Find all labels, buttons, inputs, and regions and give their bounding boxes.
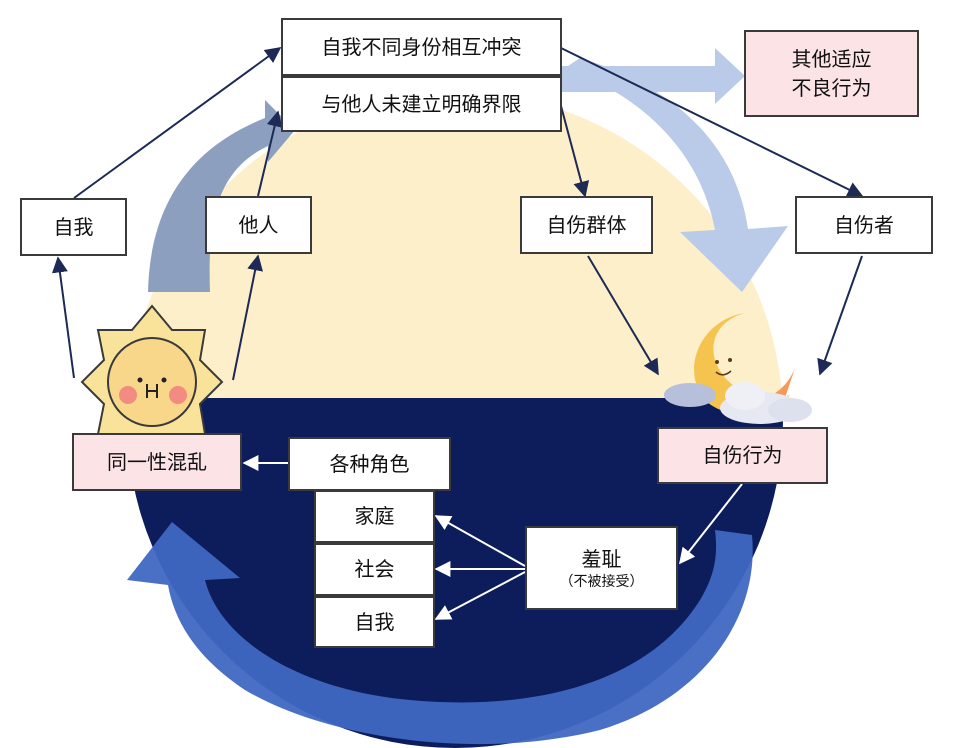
society-box: 社会: [314, 543, 435, 596]
identity-confusion-box: 同一性混乱: [72, 433, 242, 491]
blue-cycle-arrow: [127, 522, 753, 745]
gray-blue-curve-arrow: [148, 100, 295, 292]
white-arrows: [242, 455, 743, 620]
light-blue-cycle-arrow: [565, 58, 788, 292]
cloud-icon: [664, 382, 812, 424]
self-bottom-box: 自我: [314, 596, 435, 648]
self-top-box: 自我: [20, 198, 127, 256]
other-maladaptive-line1: 其他适应: [791, 46, 872, 71]
self-harm-group-box: 自伤群体: [520, 196, 653, 254]
light-blue-curve-arrow: [560, 48, 745, 104]
shame-box: 羞耻 （不被接受）: [525, 526, 678, 610]
conflict-box: 自我不同身份相互冲突: [281, 18, 562, 76]
family-box: 家庭: [314, 490, 435, 543]
relation-arrows: [51, 47, 864, 381]
various-roles-box: 各种角色: [288, 437, 451, 491]
others-box: 他人: [205, 196, 312, 254]
sun-icon: [80, 304, 224, 460]
boundary-box: 与他人未建立明确界限: [281, 76, 562, 132]
shame-note: （不被接受）: [559, 574, 644, 591]
other-maladaptive-line2: 不良行为: [791, 75, 872, 100]
self-harmer-box: 自伤者: [795, 196, 933, 254]
other-maladaptive-box: 其他适应 不良行为: [744, 30, 919, 117]
self-harm-behavior-box: 自伤行为: [657, 427, 828, 484]
shame-label: 羞耻: [581, 547, 622, 572]
